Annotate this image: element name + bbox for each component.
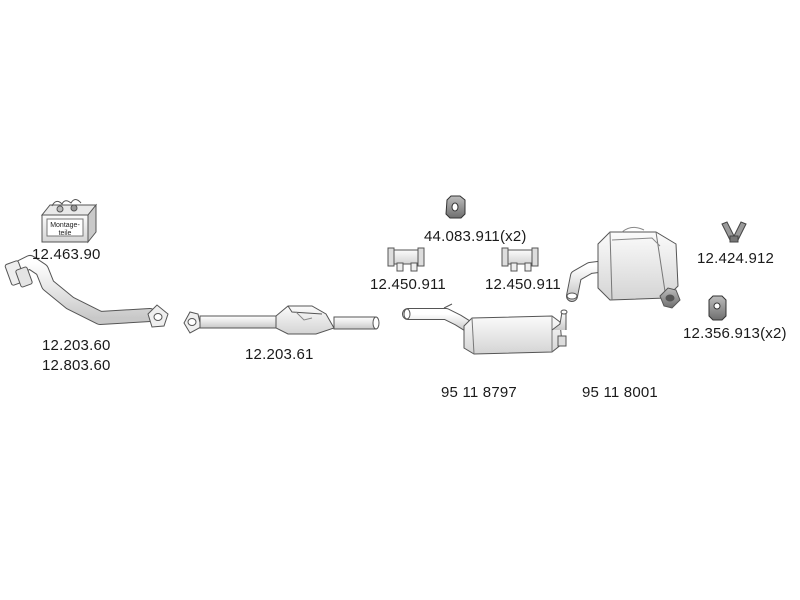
label-catalytic-converter: 12.203.61 <box>245 346 314 363</box>
rubber-hanger-small-art <box>446 196 465 218</box>
mounting-kit-box-text-2: teile <box>59 230 72 237</box>
clamp-left-art <box>388 248 424 271</box>
mounting-kit-box-text-1: Montage- <box>50 222 80 229</box>
bracket-v-art <box>722 222 746 242</box>
clamp-right-art <box>502 248 538 271</box>
label-clamp-right: 12.450.911 <box>485 276 561 293</box>
mounting-kit-box <box>42 200 96 243</box>
label-front-pipe-alt: 12.803.60 <box>42 357 111 374</box>
label-middle-silencer: 95 11 8797 <box>441 384 517 401</box>
label-rubber-hanger-rear: 12.356.913(x2) <box>683 325 787 342</box>
label-bracket-v: 12.424.912 <box>697 250 775 267</box>
label-rear-silencer: 95 11 8001 <box>582 384 658 401</box>
front-pipe-art <box>5 260 168 327</box>
middle-silencer-art <box>404 304 567 354</box>
catalytic-converter-art <box>184 306 379 334</box>
label-clamp-left: 12.450.911 <box>370 276 446 293</box>
label-rubber-hanger-small: 44.083.911(x2) <box>424 228 527 245</box>
label-front-pipe: 12.203.60 <box>42 337 111 354</box>
rubber-hanger-rear-art <box>709 296 726 320</box>
label-mounting-kit: 12.463.90 <box>32 246 101 263</box>
rear-silencer-art <box>567 227 680 308</box>
